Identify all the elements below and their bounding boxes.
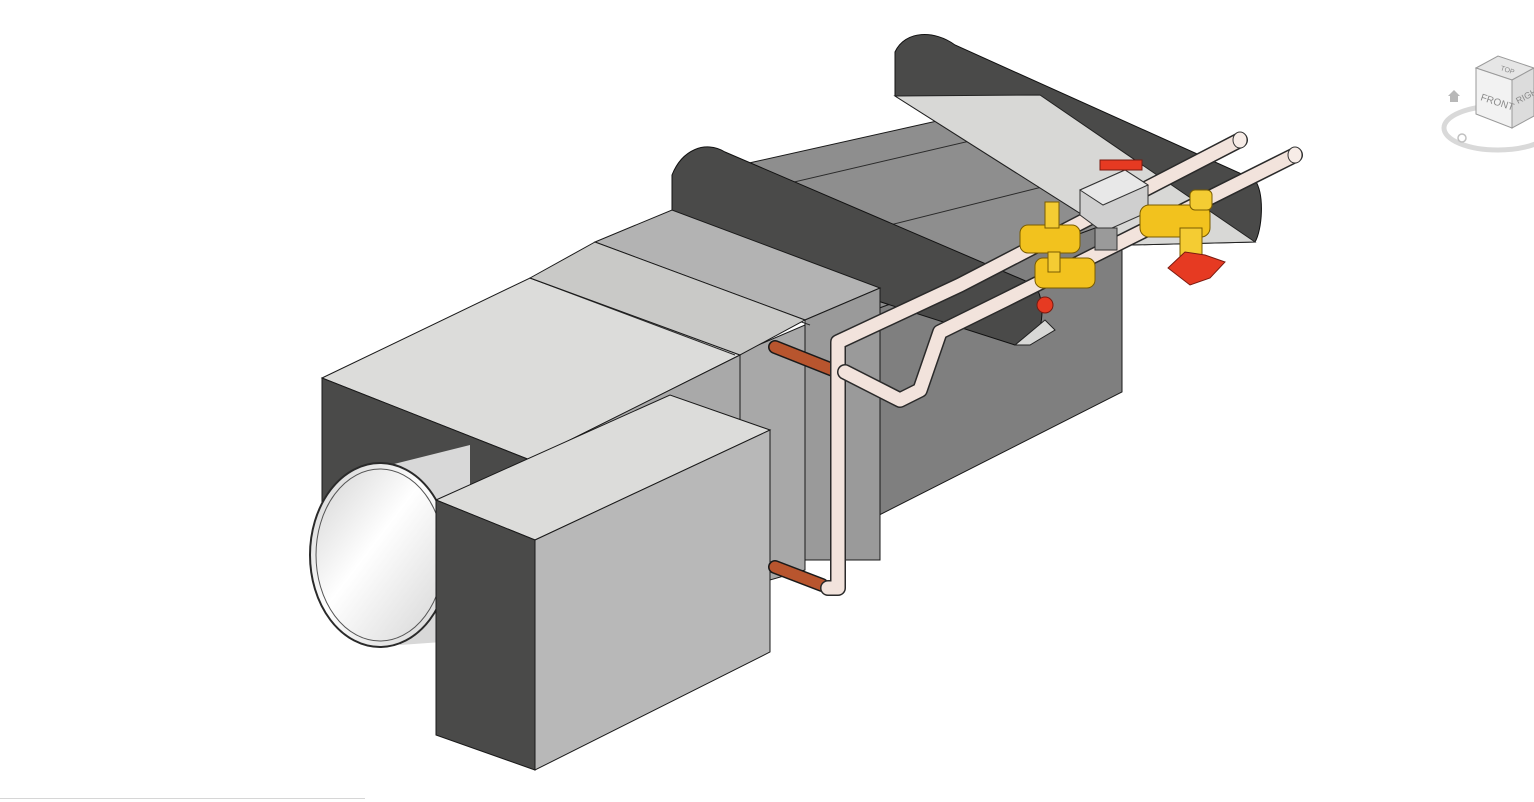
viewcube-top-label[interactable]: TOP — [1499, 65, 1515, 76]
balancing-valve[interactable] — [1019, 201, 1096, 314]
pipe-flow-end — [1287, 146, 1303, 164]
copper-coil-connection-bottom[interactable] — [768, 560, 829, 592]
orbit-icon[interactable] — [1457, 133, 1467, 143]
status-bar-edge — [0, 798, 365, 801]
copper-coil-connection-top[interactable] — [768, 340, 845, 379]
control-box[interactable] — [434, 394, 772, 771]
home-icon[interactable] — [1448, 90, 1460, 102]
control-valve-actuator[interactable] — [1078, 159, 1150, 251]
strainer-valve[interactable] — [1139, 189, 1226, 286]
viewcube-icon[interactable]: TOP FRONT RIGH — [1438, 50, 1534, 154]
pipe-return-end — [1232, 131, 1248, 149]
